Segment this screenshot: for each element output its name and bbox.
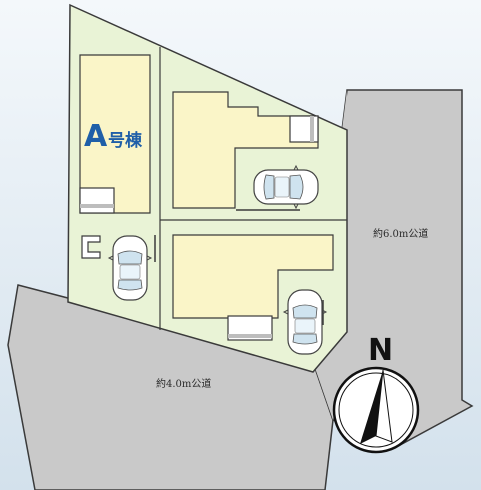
building-a-step (80, 204, 114, 208)
bicycle-area (81, 235, 101, 259)
building-c-step (228, 334, 272, 338)
lot-a-letter: A (84, 119, 108, 154)
north-label: N (368, 333, 393, 368)
north-compass (332, 366, 420, 454)
east-road-label: 約6.0m公道 (373, 227, 428, 240)
building-c (172, 234, 334, 319)
building-a-porch (79, 187, 115, 214)
lot-a-suffix: 号棟 (108, 130, 143, 151)
car-lot-c (283, 289, 327, 355)
car-lot-b (253, 165, 319, 209)
building-b-step (310, 116, 314, 142)
car-lot-a (108, 235, 152, 301)
building-a (79, 54, 151, 214)
south-road-label: 約4.0m公道 (156, 377, 211, 390)
